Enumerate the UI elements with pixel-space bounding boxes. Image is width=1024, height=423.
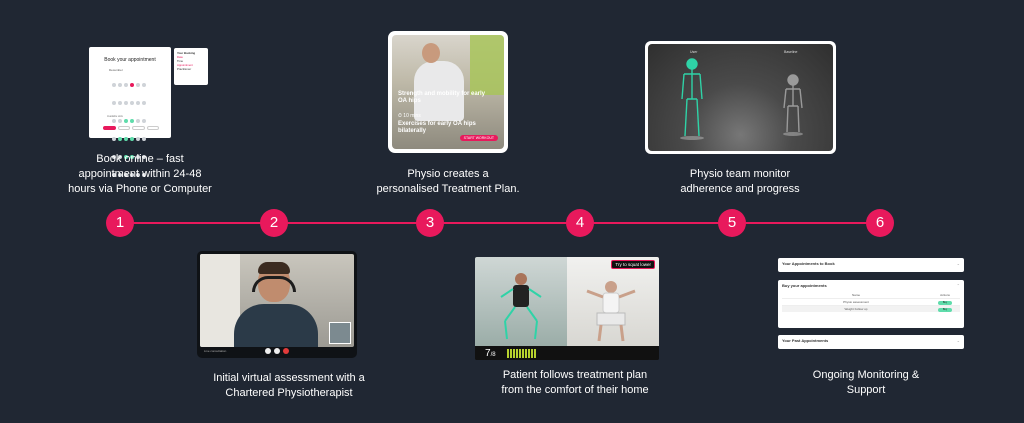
rep-progress-bars <box>507 349 536 358</box>
rep-counter-bar: 7/8 <box>475 346 659 360</box>
booking-month: December <box>109 68 123 72</box>
user-pose-label: User <box>690 50 698 54</box>
booking-calendar-card: Book your appointment December Available… <box>89 47 171 177</box>
step-1-marker: 1 <box>106 209 134 237</box>
popup-line: Practitioner <box>177 67 192 71</box>
step-2-marker: 2 <box>260 209 288 237</box>
call-controls: Live consultation <box>200 346 354 356</box>
table-row: Weight Follow up Buy <box>782 305 960 312</box>
instructor-view <box>567 257 659 346</box>
instructor-squat-figure <box>586 281 636 342</box>
buy-button[interactable]: Buy <box>938 307 952 312</box>
exercise-session-card: Try to squat lower 7/8 <box>475 257 659 360</box>
rep-count: 7/8 <box>485 348 496 359</box>
skeleton-figures <box>680 58 803 140</box>
form-feedback-tag: Try to squat lower <box>611 260 655 269</box>
exercise-subtitle: Exercises for early OA hips bilaterally <box>398 121 476 134</box>
step-3-marker: 3 <box>416 209 444 237</box>
self-view-thumbnail <box>329 322 351 344</box>
exercise-photo: Strength and mobility for early OA hips … <box>392 35 504 149</box>
popup-line: Appointment <box>177 63 193 67</box>
pose-comparison-view: User Baseline <box>648 44 833 151</box>
buy-button[interactable]: Buy <box>938 300 952 305</box>
progress-monitor-card: User Baseline <box>645 41 836 154</box>
treatment-plan-card: Strength and mobility for early OA hips … <box>388 31 508 153</box>
video-feed <box>200 254 354 347</box>
step-5-marker: 5 <box>718 209 746 237</box>
booking-calendar-grid[interactable] <box>111 75 153 183</box>
table-row: Physio assessment Buy <box>782 298 960 305</box>
booking-title: Book your appointment <box>104 57 156 63</box>
step-4-marker: 4 <box>566 209 594 237</box>
timeline-line <box>120 222 880 224</box>
step-6-marker: 6 <box>866 209 894 237</box>
appointments-panel: Your Appointments to Book ⌄ Buy your app… <box>778 258 964 352</box>
appointments-to-book-panel[interactable]: Your Appointments to Book ⌄ <box>778 258 964 272</box>
past-appointments-title: Your Past Appointments <box>782 338 829 343</box>
chevron-down-icon[interactable]: ⌄ <box>956 338 960 343</box>
start-workout-button[interactable]: START WORKOUT <box>459 135 498 141</box>
popup-line: Time <box>177 59 184 63</box>
popup-line: Date <box>177 55 183 59</box>
buy-appointments-title: Buy your appointments <box>782 283 827 288</box>
booking-summary-popup: Your Booking Date Time Appointment Pract… <box>174 48 208 85</box>
popup-title: Your Booking <box>177 51 196 55</box>
video-assessment-card: Live consultation <box>197 251 357 358</box>
appointments-to-book-title: Your Appointments to Book <box>782 261 835 266</box>
booking-legend: Available slots <box>107 115 123 118</box>
call-footer-label: Live consultation <box>204 349 227 353</box>
patient-camera-view <box>475 257 567 346</box>
chevron-up-icon[interactable]: ⌃ <box>956 283 960 288</box>
exercise-headline: Strength and mobility for early OA hips <box>398 91 486 104</box>
booking-time-buttons[interactable] <box>103 126 159 130</box>
past-appointments-panel[interactable]: Your Past Appointments ⌄ <box>778 335 964 349</box>
baseline-pose-label: Baseline <box>784 50 798 54</box>
end-call-icon[interactable] <box>283 348 289 354</box>
chevron-down-icon[interactable]: ⌄ <box>956 261 960 266</box>
patient-squat-figure <box>500 273 542 340</box>
exercise-duration: ⏱ 10 mins <box>398 113 421 119</box>
camera-icon[interactable] <box>274 348 280 354</box>
mic-icon[interactable] <box>265 348 271 354</box>
step-6-caption: Ongoing Monitoring &Support <box>812 369 920 396</box>
